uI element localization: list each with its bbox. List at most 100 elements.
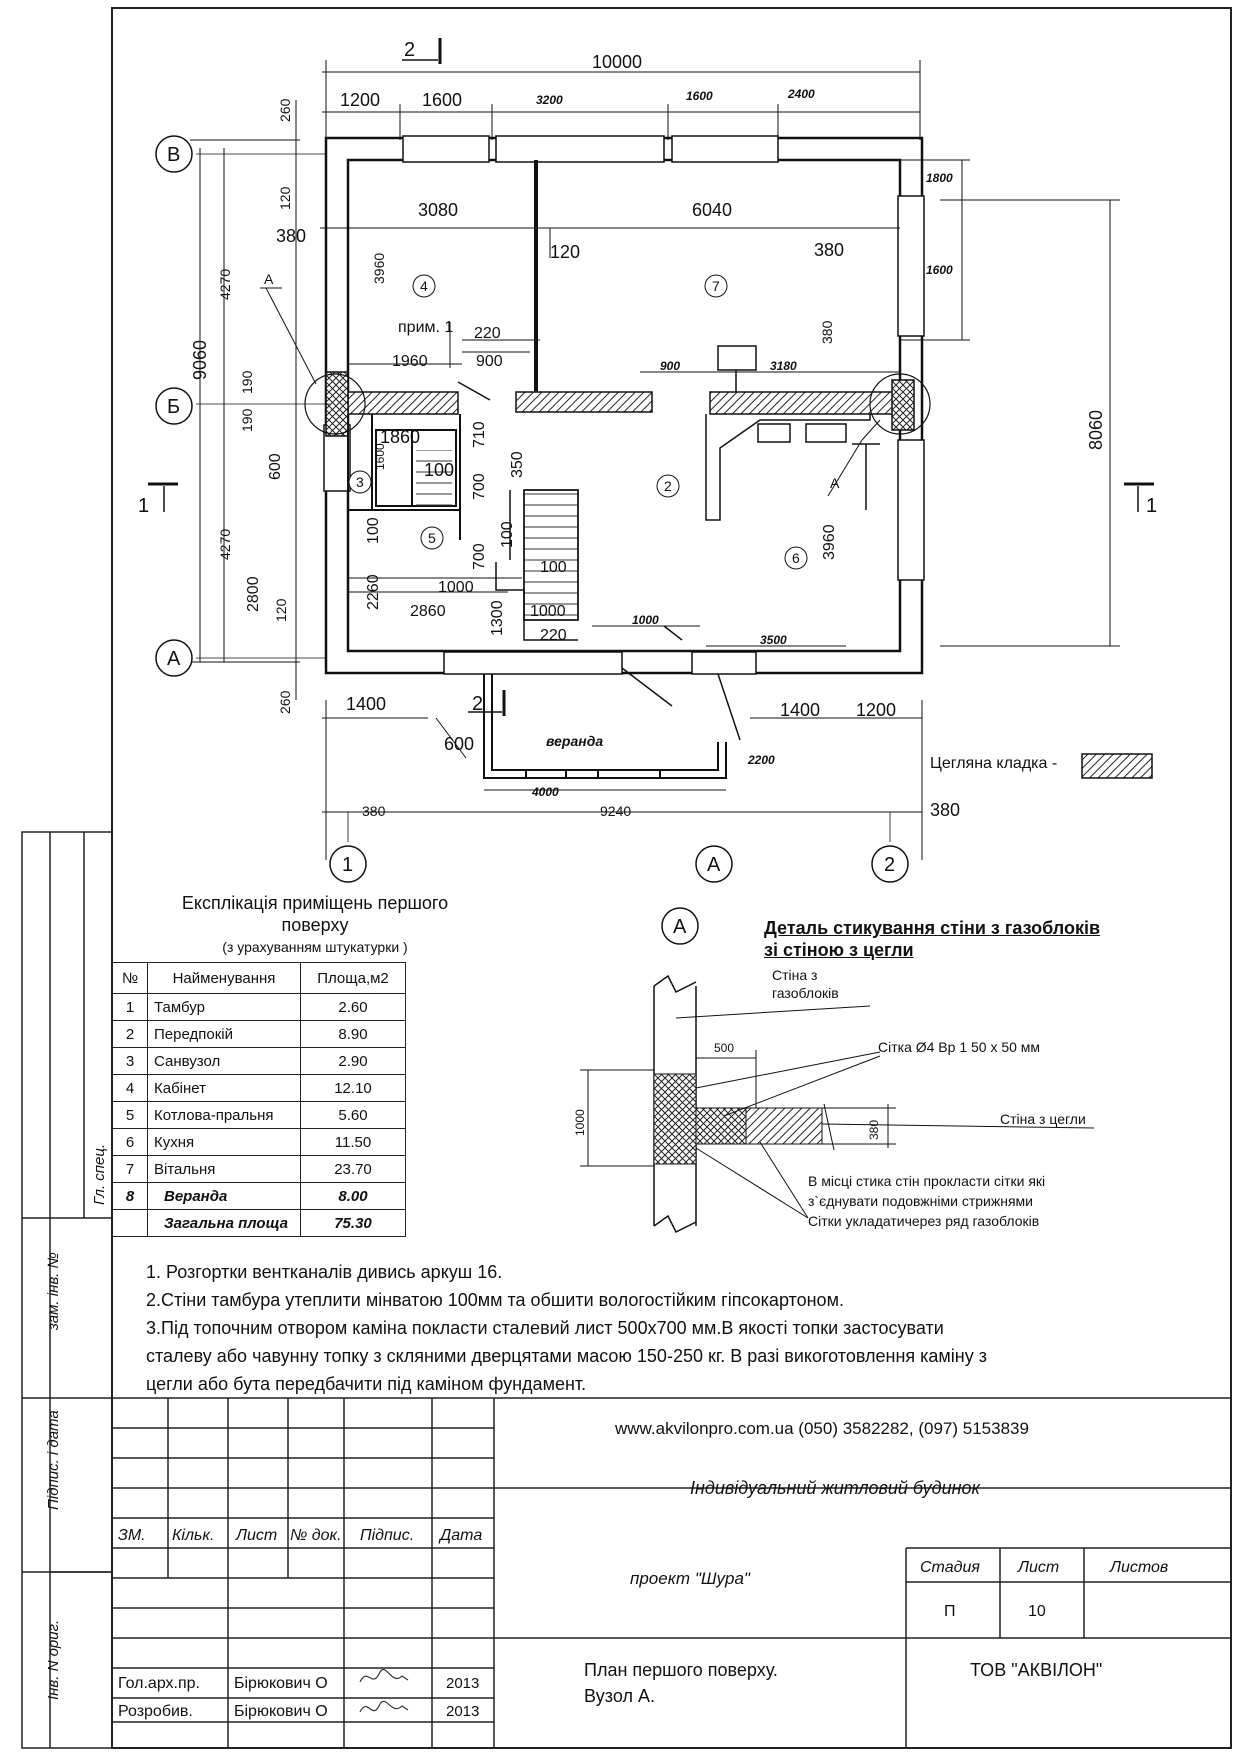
row-number: 7: [112, 1155, 148, 1183]
total-label: Загальна площа: [147, 1209, 301, 1237]
detail-brick-label: Стіна з цегли: [1000, 1111, 1086, 1127]
row-area: 2.60: [300, 993, 406, 1021]
row-area: 8.90: [300, 1020, 406, 1048]
dim-label: 2860: [410, 603, 446, 620]
section-mark-bottom: 2: [472, 693, 483, 715]
row-number: 1: [112, 993, 148, 1021]
dim-label: 1300: [489, 600, 506, 636]
callout-marker-a: А: [707, 854, 721, 876]
dim-label: 350: [509, 451, 526, 478]
dim-label: 380: [362, 803, 386, 819]
dim-label: 190: [239, 370, 255, 394]
note-3-cont2: цегли або бута передбачити під каміном ф…: [146, 1374, 587, 1394]
dim-label: 190: [239, 408, 255, 432]
chimney: [717, 345, 757, 371]
role-developer: Розробив.: [118, 1703, 193, 1720]
room-number: 6: [792, 550, 800, 566]
drawing-title-2: Вузол А.: [584, 1686, 655, 1706]
dim-label: 600: [444, 734, 474, 754]
name-developer: Бірюкович О: [234, 1703, 328, 1720]
stamp-col-date: Дата: [438, 1527, 482, 1544]
drawing-title-1: План першого поверху.: [584, 1660, 778, 1680]
floor-plan: веранда: [138, 38, 1157, 883]
dim-label: 1400: [780, 700, 820, 720]
explication-heading: Експлікація приміщень першого поверху: [181, 893, 449, 935]
dim-label: 220: [540, 627, 567, 644]
dim-label: 2400: [787, 87, 815, 101]
row-name: Кухня: [147, 1128, 301, 1156]
note-1: 1. Розгортки вентканалів дивись аркуш 16…: [146, 1262, 503, 1282]
col-area: Площа,м2: [300, 962, 406, 994]
date-chief-architect: 2013: [446, 1675, 479, 1692]
stamp-col-doc: № док.: [290, 1527, 342, 1544]
dimension-lines: [190, 60, 1120, 860]
veranda-walls: [483, 674, 727, 779]
dim-label: 1600: [686, 89, 713, 103]
callout-label-right: А: [830, 475, 840, 491]
dim-label: 260: [277, 690, 293, 714]
callout-circle-right: [869, 373, 931, 435]
detail-title-line2: зі стіною з цегли: [764, 940, 914, 960]
room-number: 7: [712, 278, 720, 294]
dim-label: 1000: [438, 579, 474, 596]
dim-label: 120: [550, 242, 580, 262]
detail-dim-500: 500: [714, 1041, 734, 1055]
row-name: Передпокій: [147, 1020, 301, 1048]
dim-label: 600: [267, 453, 284, 480]
row-name: Вітальня: [147, 1155, 301, 1183]
row-number: 5: [112, 1101, 148, 1129]
signatures: [359, 1669, 409, 1713]
sheet-value: 10: [1028, 1603, 1046, 1620]
dim-label: 1200: [856, 700, 896, 720]
title-block: [111, 1397, 1232, 1749]
wet-room-walls: [347, 414, 461, 540]
callout-leaders: [260, 287, 881, 497]
dim-label: 8060: [1086, 410, 1106, 450]
col-name: Найменування: [147, 962, 301, 994]
dim-label: 3500: [760, 633, 787, 647]
dim-label: 100: [499, 521, 516, 548]
project-code: проект "Шура": [630, 1569, 751, 1588]
dim-label: 1600: [373, 443, 387, 470]
note-3: 3.Під топочним отвором каміна покласти с…: [146, 1318, 944, 1338]
dim-label: 2800: [245, 576, 262, 612]
title-block-text: www.akvilonpro.com.ua (050) 3582282, (09…: [118, 1419, 1168, 1720]
row-number: 8: [112, 1182, 148, 1210]
detail-dim-380: 380: [867, 1120, 881, 1140]
detail-mesh-label: Сітка Ø4 Вр 1 50 х 50 мм: [878, 1039, 1040, 1055]
axis-label-a: А: [167, 648, 181, 670]
dim-label: 260: [277, 98, 293, 122]
room-numbers: 4 7 2 3 5 6: [348, 274, 808, 570]
row-number: 4: [112, 1074, 148, 1102]
sheet-header: Лист: [1017, 1559, 1059, 1576]
axis-lines: [196, 153, 891, 842]
stage-value: П: [944, 1603, 956, 1620]
stamp-col-zm: ЗМ.: [118, 1527, 146, 1544]
axis-label-b: Б: [167, 396, 180, 418]
section-marks: 2 2 1 1: [138, 38, 1157, 716]
dim-label: 6040: [692, 200, 732, 220]
stamp-col-sheet: Лист: [235, 1527, 277, 1544]
dim-label: 1800: [926, 171, 953, 185]
detail-note-1: В місці стика стін прокласти сітки які: [808, 1173, 1045, 1189]
shower-tiles: [416, 450, 452, 506]
dim-label: 380: [814, 240, 844, 260]
dim-label: 4000: [531, 785, 559, 799]
row-name: Санвузол: [147, 1047, 301, 1075]
stamp-col-qty: Кільк.: [172, 1527, 214, 1544]
room-number: 5: [428, 530, 436, 546]
contacts-text: www.akvilonpro.com.ua (050) 3582282, (09…: [614, 1419, 1029, 1438]
row-number: 2: [112, 1020, 148, 1048]
dim-label: 1600: [926, 263, 953, 277]
dim-label: 100: [424, 460, 454, 480]
dim-label: 1000: [530, 603, 566, 620]
dim-label: 9240: [600, 803, 631, 819]
section-mark-top: 2: [404, 39, 415, 61]
legend-label: Цегляна кладка -: [930, 755, 1057, 772]
